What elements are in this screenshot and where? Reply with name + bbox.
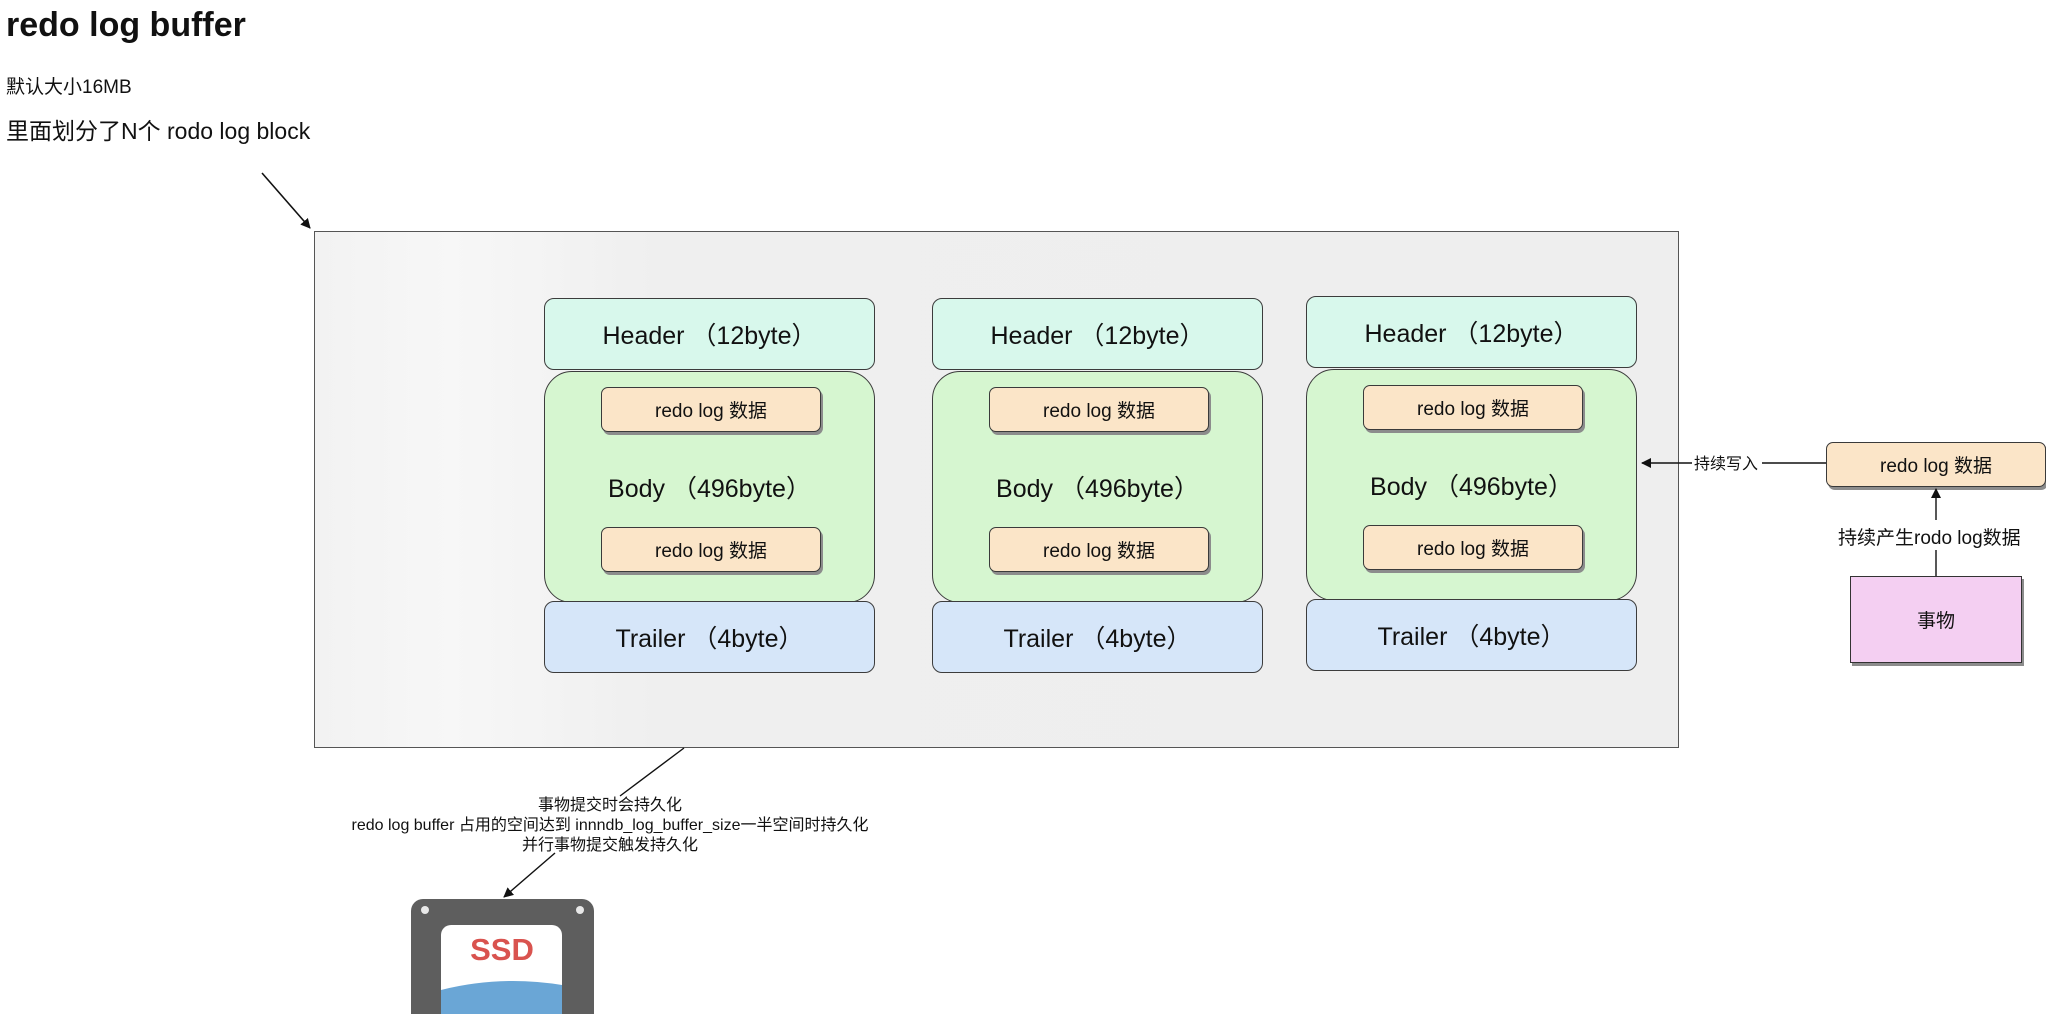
redo-log-record: redo log 数据 (989, 527, 1209, 572)
persist-condition-parallel: 并行事物提交触发持久化 (521, 837, 698, 854)
block-body-label: Body （496byte） (608, 475, 811, 503)
block-body: redo log 数据 Body （496byte） redo log 数据 (544, 371, 875, 603)
block-trailer: Trailer （4byte） (932, 601, 1263, 673)
pointer-arrow (261, 172, 311, 229)
redo-log-record: redo log 数据 (989, 387, 1209, 432)
redo-log-record: redo log 数据 (601, 387, 821, 432)
buffer-size-note: 默认大小16MB (6, 77, 132, 98)
redo-log-buffer-container: Header （12byte） redo log 数据 Body （496byt… (314, 231, 1679, 748)
redo-log-record: redo log 数据 (601, 527, 821, 572)
block-trailer: Trailer （4byte） (1306, 599, 1637, 671)
redo-log-record: redo log 数据 (1363, 525, 1583, 570)
continuous-generate-label: 持续产生rodo log数据 (1838, 528, 2021, 549)
block-header: Header （12byte） (544, 298, 875, 370)
block-body: redo log 数据 Body （496byte） redo log 数据 (1306, 369, 1637, 601)
ssd-label: SSD (470, 932, 534, 967)
incoming-redo-log-record: redo log 数据 (1826, 442, 2046, 487)
block-body: redo log 数据 Body （496byte） redo log 数据 (932, 371, 1263, 603)
persistence-conditions: 事物提交时会持久化 redo log buffer 占用的空间达到 innndb… (300, 796, 920, 856)
page-title: redo log buffer (6, 6, 246, 44)
block-body-label: Body （496byte） (1370, 473, 1573, 501)
persist-arrow-ssd (503, 852, 556, 898)
continuous-write-label: 持续写入 (1694, 456, 1759, 473)
block-division-note: 里面划分了N个 rodo log block (6, 118, 311, 144)
block-trailer: Trailer （4byte） (544, 601, 875, 673)
block-header: Header （12byte） (1306, 296, 1637, 368)
redo-log-record: redo log 数据 (1363, 385, 1583, 430)
ssd-icon (411, 899, 594, 1014)
block-body-label: Body （496byte） (996, 475, 1199, 503)
persist-condition-commit: 事物提交时会持久化 (537, 797, 682, 814)
transaction-box: 事物 (1850, 576, 2022, 663)
persist-line-top (619, 747, 685, 797)
persist-condition-half-full: redo log buffer 占用的空间达到 innndb_log_buffe… (351, 817, 869, 834)
block-header: Header （12byte） (932, 298, 1263, 370)
